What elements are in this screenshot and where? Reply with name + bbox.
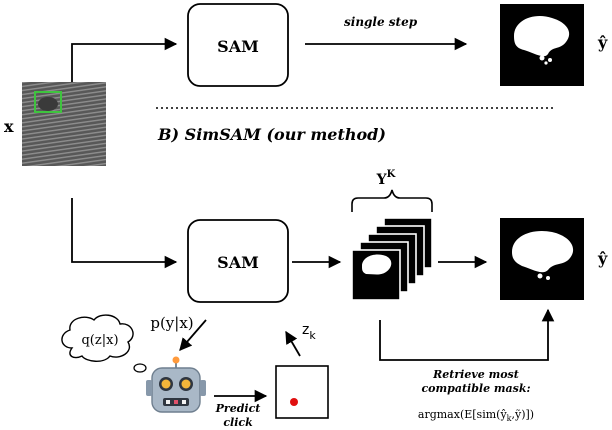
formula-tail: ,ỹ)]) [512, 408, 535, 421]
arrow-to-robot [179, 319, 207, 351]
mask-stack [351, 217, 433, 301]
click-dot [290, 398, 298, 406]
robot-icon [146, 356, 206, 413]
q-label: q(z|x) [81, 333, 118, 348]
stack-label-sup: K [387, 169, 396, 180]
stack-brace [351, 189, 433, 212]
z-label-main: z [302, 322, 309, 338]
stack-label: YK [376, 169, 396, 188]
formula: argmax(E[sim(ŷk,ỹ)]) [418, 408, 534, 423]
stack-front-mask [362, 254, 392, 275]
stack-label-main: Y [376, 172, 388, 188]
arrow-to-top-sam [71, 37, 178, 82]
top-output-mask [500, 4, 584, 86]
bbox-prompt [34, 91, 62, 113]
z-label-sub: k [309, 329, 316, 342]
top-sam-label: SAM [217, 37, 259, 56]
top-output-label: ŷ [597, 33, 608, 52]
retrieve-line1: Retrieve most [432, 368, 519, 381]
predict-label-line2: click [223, 416, 253, 429]
ultrasound-image [22, 82, 106, 166]
arrow-to-bottom-sam [71, 198, 178, 269]
retrieve-line2: compatible mask: [421, 382, 530, 395]
z-label: zk [302, 322, 316, 342]
input-label: x [4, 117, 14, 136]
formula-sub: k [507, 414, 512, 423]
top-sam-block: SAM [187, 3, 289, 87]
formula-main: argmax(E[sim(ŷ [418, 408, 508, 421]
section-title: B) SimSAM (our method) [157, 125, 386, 144]
bottom-output-label: ŷ [597, 249, 608, 268]
single-step-label: single step [344, 15, 418, 29]
arrow-to-sam-zk [285, 330, 301, 357]
p-label: p(y|x) [150, 314, 193, 332]
predict-label-line1: Predict [215, 402, 261, 415]
bottom-output-mask [500, 218, 584, 300]
arrow-retrieve [379, 308, 555, 361]
bottom-sam-label: SAM [217, 253, 259, 272]
bottom-sam-block: SAM [187, 219, 289, 303]
thought-bubble: q(z|x) [61, 314, 147, 373]
click-box [275, 365, 329, 419]
